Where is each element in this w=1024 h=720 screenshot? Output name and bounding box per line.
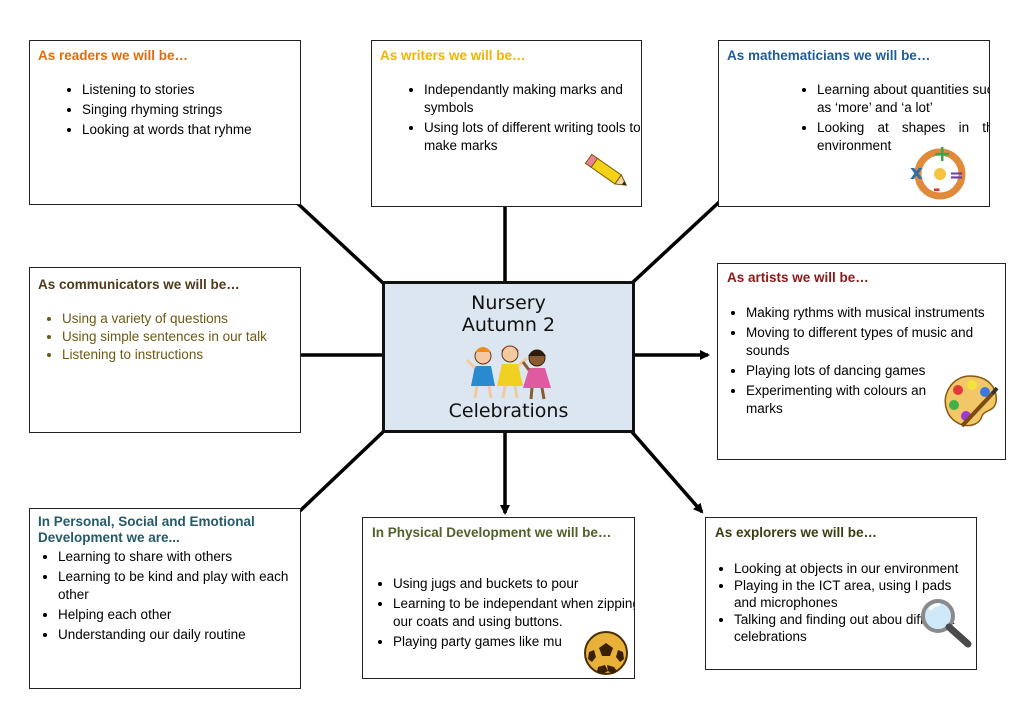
list-item: Using jugs and buckets to pour bbox=[393, 575, 634, 593]
center-title-line1: Nursery bbox=[471, 292, 546, 314]
list-item: Listening to instructions bbox=[62, 346, 300, 364]
list-item: Learning about quantities such as ‘more’… bbox=[817, 81, 989, 117]
physical-box: In Physical Development we will be… Usin… bbox=[362, 517, 635, 679]
list-item: Understanding our daily routine bbox=[58, 626, 300, 644]
arrow-to-explorers bbox=[630, 430, 704, 514]
list-item: Playing party games like mu bbox=[393, 633, 634, 651]
svg-text:x: x bbox=[910, 160, 923, 184]
list-item: Making rythms with musical instruments bbox=[746, 304, 1005, 322]
psed-list: Learning to share with others Learning t… bbox=[38, 548, 300, 646]
mathematicians-title: As mathematicians we will be… bbox=[727, 48, 931, 63]
artists-box: As artists we will be… Making rythms wit… bbox=[717, 263, 1006, 460]
center-title-line3: Celebrations bbox=[448, 400, 569, 422]
list-item: Using lots of different writing tools to… bbox=[424, 119, 641, 155]
communicators-title: As communicators we will be… bbox=[38, 277, 240, 292]
explorers-title: As explorers we will be… bbox=[715, 525, 878, 540]
list-item: Learning to be kind and play with each o… bbox=[58, 568, 300, 604]
list-item: Talking and finding out abou different c… bbox=[734, 611, 964, 645]
list-item: Independantly making marks and symbols bbox=[424, 81, 641, 117]
list-item: Singing rhyming strings bbox=[82, 101, 300, 119]
writers-list: Independantly making marks and symbols U… bbox=[404, 81, 641, 157]
center-title-line2: Autumn 2 bbox=[461, 314, 556, 336]
list-item: Experimenting with colours an marks bbox=[746, 382, 1005, 418]
list-item: Using simple sentences in our talk bbox=[62, 328, 300, 346]
communicators-box: As communicators we will be… Using a var… bbox=[29, 267, 301, 433]
list-item: Using a variety of questions bbox=[62, 310, 300, 328]
magnifying-glass-icon bbox=[921, 599, 972, 648]
ball-icon bbox=[584, 631, 628, 675]
list-item: Playing lots of dancing games bbox=[746, 362, 1005, 380]
list-item: Playing in the ICT area, using I pads an… bbox=[734, 577, 964, 611]
svg-text:=: = bbox=[949, 165, 964, 186]
writers-box: As writers we will be… Independantly mak… bbox=[371, 40, 642, 207]
writers-title: As writers we will be… bbox=[380, 48, 526, 63]
readers-list: Listening to stories Singing rhyming str… bbox=[62, 81, 300, 141]
psed-box: In Personal, Social and Emotional Develo… bbox=[29, 508, 301, 689]
readers-box: As readers we will be… Listening to stor… bbox=[29, 40, 301, 205]
list-item: Looking at shapes in the environment bbox=[817, 119, 989, 155]
paint-palette-icon bbox=[944, 375, 999, 428]
list-item: Learning to share with others bbox=[58, 548, 300, 566]
list-item: Looking at objects in our environment bbox=[734, 560, 964, 577]
svg-text:-: - bbox=[933, 179, 940, 200]
mathematicians-list: Learning about quantities such as ‘more’… bbox=[797, 81, 989, 157]
list-item: Helping each other bbox=[58, 606, 300, 624]
list-item: Moving to different types of music and s… bbox=[746, 324, 1005, 360]
svg-text:+: + bbox=[933, 143, 951, 167]
physical-title: In Physical Development we will be… bbox=[372, 525, 612, 540]
center-title-lines: Nursery Autumn 2 bbox=[385, 292, 632, 336]
psed-title: In Personal, Social and Emotional Develo… bbox=[38, 514, 255, 545]
list-item: Looking at words that ryhme bbox=[82, 121, 300, 139]
center-topic-box: Nursery Autumn 2 Celebrations bbox=[382, 281, 635, 433]
explorers-list: Looking at objects in our environment Pl… bbox=[714, 560, 964, 645]
pencil-icon bbox=[584, 153, 628, 186]
children-dancing-icon bbox=[465, 345, 551, 400]
communicators-list: Using a variety of questions Using simpl… bbox=[42, 310, 300, 364]
mathematicians-box: As mathematicians we will be… Learning a… bbox=[718, 40, 990, 207]
list-item: Learning to be independant when zipping … bbox=[393, 595, 634, 631]
readers-title: As readers we will be… bbox=[38, 48, 189, 63]
artists-list: Making rythms with musical instruments M… bbox=[726, 304, 1005, 420]
math-symbols-icon: x + = - bbox=[910, 143, 966, 200]
list-item: Listening to stories bbox=[82, 81, 300, 99]
explorers-box: As explorers we will be… Looking at obje… bbox=[705, 517, 977, 670]
physical-list: Using jugs and buckets to pour Learning … bbox=[373, 575, 634, 653]
artists-title: As artists we will be… bbox=[727, 270, 869, 285]
